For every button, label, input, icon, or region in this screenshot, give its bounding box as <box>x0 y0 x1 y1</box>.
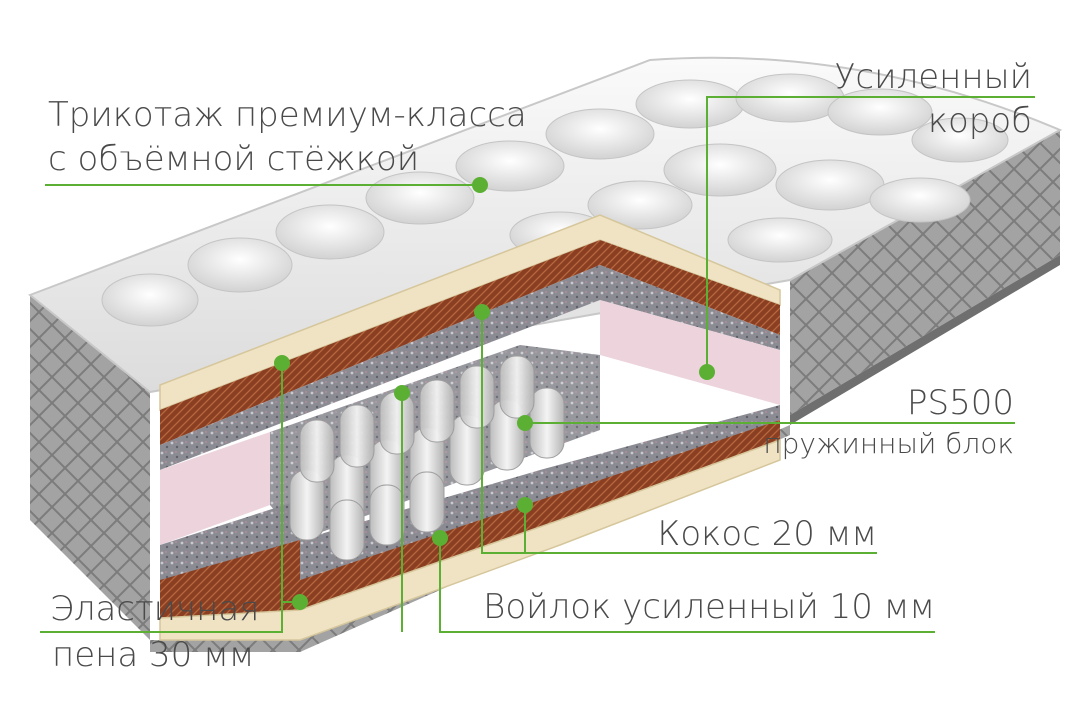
coconut-label: Кокос 20 мм <box>657 514 877 554</box>
foam-label-line2: пена 30 мм <box>52 635 255 675</box>
knit-label-line2: с объёмной стёжкой <box>48 139 420 179</box>
springs-label-line1: PS500 <box>907 383 1014 423</box>
knit-label-line1: Трикотаж премиум-класса <box>48 95 527 135</box>
box-label-line1: Усиленный <box>834 57 1032 97</box>
springs-label-line2: пружинный блок <box>763 427 1014 460</box>
foam-label-line1: Эластичная <box>50 589 260 629</box>
callout-dot <box>274 177 715 610</box>
box-label-line2: короб <box>927 101 1032 141</box>
felt-label: Войлок усиленный 10 мм <box>483 587 935 627</box>
